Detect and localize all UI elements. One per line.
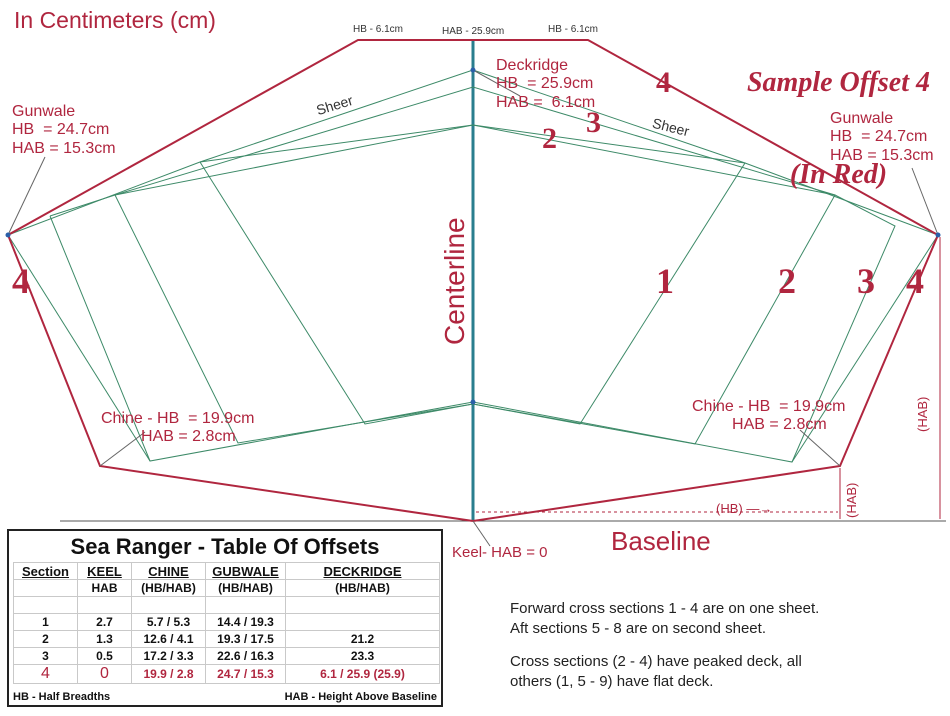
section-3-top-number: 3 bbox=[586, 106, 601, 139]
chine-left-label: Chine - HB = 19.9cm HAB = 2.8cm bbox=[101, 410, 255, 446]
cell-deckridge bbox=[285, 613, 440, 631]
chine-right-leader bbox=[799, 429, 841, 467]
chine-arc-left bbox=[7, 234, 151, 462]
header-deckridge: DECKRIDGE bbox=[285, 562, 440, 580]
units-title: In Centimeters (cm) bbox=[14, 7, 216, 33]
subheader-chine: (HB/HAB) bbox=[131, 579, 206, 597]
section-4-left-number: 4 bbox=[12, 261, 30, 301]
cell-deckridge: 21.2 bbox=[285, 630, 440, 648]
offsets-table-title: Sea Ranger - Table Of Offsets bbox=[70, 534, 380, 559]
hab-right-label: (HAB) bbox=[915, 396, 930, 432]
note-line-3: Cross sections (2 - 4) have peaked deck,… bbox=[510, 653, 802, 670]
hab-lower-label: (HAB) bbox=[844, 482, 859, 518]
note-line-2: Aft sections 5 - 8 are on second sheet. bbox=[510, 619, 766, 637]
baseline-label: Baseline bbox=[611, 526, 711, 556]
cell-keel: 2.7 bbox=[77, 613, 132, 631]
cell-gubwale: 19.3 / 17.5 bbox=[205, 630, 286, 648]
section-2-top-number: 2 bbox=[542, 122, 557, 155]
footer-hab-legend: HAB - Height Above Baseline bbox=[284, 691, 437, 703]
keel-label: Keel- HAB = 0 bbox=[452, 544, 548, 561]
deckridge-label: Deckridge HB = 25.9cm HAB = 6.1cm bbox=[496, 57, 596, 111]
top-hb-right-label: HB - 6.1cm bbox=[548, 24, 599, 35]
table-row: 2 1.3 12.6 / 4.1 19.3 / 17.5 21.2 bbox=[13, 630, 440, 648]
sheer-line-left bbox=[7, 69, 474, 236]
gunwale-right-point bbox=[935, 232, 941, 238]
cell-section: 3 bbox=[13, 647, 78, 665]
cell-chine: 12.6 / 4.1 bbox=[131, 630, 206, 648]
subheader-gubwale: (HB/HAB) bbox=[205, 579, 286, 597]
centerline-label: Centerline bbox=[439, 217, 470, 345]
keel-point bbox=[470, 399, 476, 405]
section-1-outline bbox=[199, 124, 746, 425]
gunwale-left-label: Gunwale HB = 24.7cm HAB = 15.3cm bbox=[12, 103, 116, 157]
sample-offset-title: Sample Offset 4 (In Red) bbox=[747, 6, 930, 222]
sheer-line-right bbox=[472, 69, 939, 236]
deckridge-point bbox=[470, 67, 476, 73]
section-2-right-number: 2 bbox=[778, 261, 796, 301]
section-1-right-number: 1 bbox=[656, 261, 674, 301]
cell-gubwale: 22.6 / 16.3 bbox=[205, 647, 286, 665]
subheader-deckridge: (HB/HAB) bbox=[285, 579, 440, 597]
cell-section: 4 bbox=[13, 664, 78, 684]
section-4-top-number: 4 bbox=[656, 66, 671, 99]
top-hb-left-label: HB - 6.1cm bbox=[353, 24, 404, 35]
table-footer: HB - Half Breadths HAB - Height Above Ba… bbox=[13, 691, 437, 703]
sample-title-line1: Sample Offset 4 bbox=[746, 66, 930, 98]
cell-keel: 0 bbox=[77, 664, 132, 684]
gunwale-left-point bbox=[5, 232, 11, 238]
cell-gubwale: 14.4 / 19.3 bbox=[205, 613, 286, 631]
section-4-right-number: 4 bbox=[906, 261, 924, 301]
header-gubwale: GUBWALE bbox=[205, 562, 286, 580]
table-row: 3 0.5 17.2 / 3.3 22.6 / 16.3 23.3 bbox=[13, 647, 440, 665]
offsets-table: Section KEEL CHINE GUBWALE DECKRIDGE HAB… bbox=[13, 562, 440, 684]
cell-deckridge: 6.1 / 25.9 (25.9) bbox=[285, 664, 440, 684]
cell-section: 1 bbox=[13, 613, 78, 631]
header-section: Section bbox=[13, 562, 78, 580]
cell-gubwale: 24.7 / 15.3 bbox=[205, 664, 286, 684]
subheader-section bbox=[13, 579, 78, 597]
table-row-highlighted: 4 0 19.9 / 2.8 24.7 / 15.3 6.1 / 25.9 (2… bbox=[13, 664, 440, 684]
chine-right-label: Chine - HB = 19.9cm HAB = 2.8cm bbox=[692, 398, 846, 434]
table-spacer-row bbox=[13, 596, 440, 614]
deckridge-leader bbox=[472, 69, 521, 97]
cell-chine: 5.7 / 5.3 bbox=[131, 613, 206, 631]
cell-section: 2 bbox=[13, 630, 78, 648]
section-3-right-number: 3 bbox=[857, 261, 875, 301]
table-subheader-row: HAB (HB/HAB) (HB/HAB) (HB/HAB) bbox=[13, 579, 440, 597]
gunwale-right-label: Gunwale HB = 24.7cm HAB = 15.3cm bbox=[830, 110, 934, 164]
keel-leader bbox=[472, 520, 491, 547]
section-2-outline bbox=[114, 124, 836, 445]
offset-4-outline bbox=[6, 39, 940, 522]
note-line-4: others (1, 5 - 9) have flat deck. bbox=[510, 672, 714, 690]
gunwale-right-leader bbox=[911, 167, 939, 236]
table-header-row: Section KEEL CHINE GUBWALE DECKRIDGE bbox=[13, 562, 440, 580]
header-chine: CHINE bbox=[131, 562, 206, 580]
hb-arrow-label: (HB) —→ bbox=[716, 501, 773, 516]
header-keel: KEEL bbox=[77, 562, 132, 580]
top-hab-label: HAB - 25.9cm bbox=[442, 26, 505, 37]
subheader-keel: HAB bbox=[77, 579, 132, 597]
chine-arc-right bbox=[791, 234, 939, 463]
cell-chine: 19.9 / 2.8 bbox=[131, 664, 206, 684]
section-3-outline bbox=[49, 86, 896, 463]
offsets-table-panel: Sea Ranger - Table Of Offsets Section KE… bbox=[7, 529, 443, 707]
table-row: 1 2.7 5.7 / 5.3 14.4 / 19.3 bbox=[13, 613, 440, 631]
cell-keel: 1.3 bbox=[77, 630, 132, 648]
gunwale-left-leader bbox=[7, 156, 46, 236]
cell-chine: 17.2 / 3.3 bbox=[131, 647, 206, 665]
sample-title-line2: (In Red) bbox=[789, 158, 888, 190]
chine-left-leader bbox=[99, 431, 146, 467]
note-line-1: Forward cross sections 1 - 4 are on one … bbox=[510, 600, 820, 617]
cell-deckridge: 23.3 bbox=[285, 647, 440, 665]
footer-hb-legend: HB - Half Breadths bbox=[13, 691, 111, 703]
notes-block: Forward cross sections 1 - 4 are on one … bbox=[510, 599, 819, 691]
cell-keel: 0.5 bbox=[77, 647, 132, 665]
